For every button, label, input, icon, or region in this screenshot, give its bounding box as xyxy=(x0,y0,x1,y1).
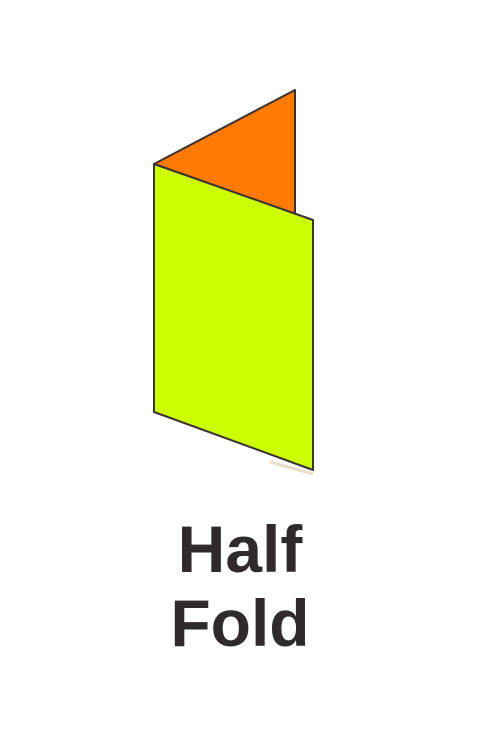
fold-type-caption: Half Fold xyxy=(0,512,480,660)
caption-line-1: Half xyxy=(177,512,303,586)
caption-line-2: Fold xyxy=(170,586,310,660)
front-panel xyxy=(153,163,314,471)
fold-shadow xyxy=(269,460,314,476)
half-fold-illustration xyxy=(153,89,314,476)
